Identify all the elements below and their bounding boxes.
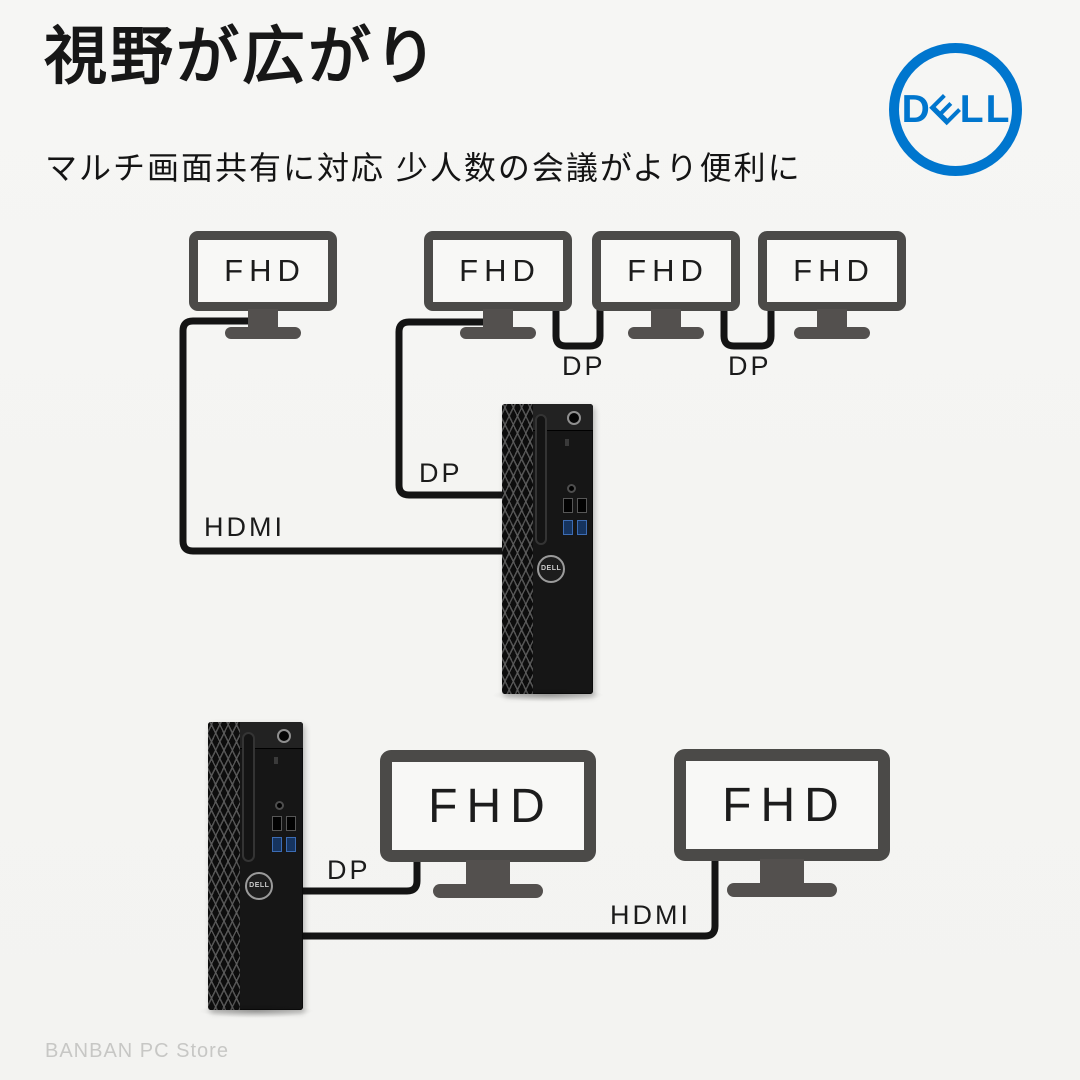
- cable-label-dp: DP: [327, 855, 371, 885]
- monitor-stand-neck: [248, 309, 278, 332]
- dp-daisychain-cable-1: [552, 305, 604, 350]
- cable-label-dp: DP: [728, 351, 772, 381]
- fhd-monitor: FHD: [424, 231, 572, 339]
- monitor-stand-base: [460, 327, 536, 339]
- monitor-resolution-label: FHD: [722, 778, 848, 832]
- page-subtitle: マルチ画面共有に対応 少人数の会議がより便利に: [45, 150, 802, 186]
- headphone-jack-icon: [275, 801, 285, 811]
- monitor-stand-neck: [760, 859, 804, 885]
- monitor-screen: FHD: [592, 231, 740, 311]
- fhd-monitor: FHD: [592, 231, 740, 339]
- monitor-resolution-label: FHD: [793, 253, 875, 288]
- monitor-screen: FHD: [424, 231, 572, 311]
- pc-shadow: [492, 688, 604, 702]
- monitor-stand-base: [628, 327, 704, 339]
- dell-logo: D E L L: [889, 43, 1022, 176]
- headphone-jack-icon: [566, 483, 576, 493]
- monitor-screen: FHD: [189, 231, 337, 311]
- monitor-stand-neck: [466, 860, 510, 886]
- pc-front-mesh: [502, 404, 533, 694]
- monitor-screen: FHD: [758, 231, 906, 311]
- dp-daisychain-cable-2: [720, 305, 775, 350]
- cable-label-hdmi: HDMI: [204, 512, 285, 542]
- monitor-resolution-label: FHD: [627, 253, 709, 288]
- dell-badge: DELL: [245, 871, 274, 900]
- monitor-resolution-label: FHD: [459, 253, 541, 288]
- monitor-stand-neck: [817, 309, 847, 332]
- optical-drive-slot: [534, 414, 547, 545]
- monitor-stand-base: [225, 327, 301, 339]
- dell-logo-letter: L: [985, 88, 1010, 131]
- dp-cable-bottom: [298, 855, 421, 895]
- dell-badge: DELL: [537, 554, 566, 583]
- monitor-stand-neck: [483, 309, 513, 332]
- power-button-icon: [567, 410, 582, 425]
- power-button-icon: [276, 728, 291, 743]
- hdmi-cable-bottom: [298, 853, 719, 940]
- dell-pc-tower: DELL: [208, 722, 303, 1010]
- pc-shadow: [198, 1004, 314, 1018]
- dell-badge-text: DELL: [540, 565, 562, 573]
- fhd-monitor: FHD: [380, 750, 596, 898]
- monitor-screen: FHD: [674, 749, 890, 861]
- usb3-ports: [271, 837, 296, 853]
- dp-cable-top: [395, 318, 507, 499]
- dell-logo-letter: D: [901, 88, 930, 131]
- dell-pc-tower: DELL: [502, 404, 593, 694]
- dell-badge-text: DELL: [249, 882, 270, 890]
- monitor-stand-base: [794, 327, 870, 339]
- fhd-monitor: FHD: [758, 231, 906, 339]
- hdmi-cable-top: [179, 317, 507, 555]
- dell-logo-letter: L: [959, 88, 984, 131]
- monitor-stand-base: [433, 884, 543, 898]
- cable-label-dp: DP: [562, 351, 606, 381]
- usb3-ports: [562, 520, 587, 535]
- optical-drive-slot: [242, 732, 255, 862]
- usb-ports: [271, 815, 296, 831]
- store-watermark: BANBAN PC Store: [45, 1040, 229, 1062]
- cable-label-dp: DP: [419, 458, 463, 488]
- monitor-screen: FHD: [380, 750, 596, 862]
- status-led: [564, 438, 569, 446]
- monitor-resolution-label: FHD: [224, 253, 306, 288]
- monitor-stand-base: [727, 883, 837, 897]
- pc-front-mesh: [208, 722, 241, 1010]
- fhd-monitor: FHD: [674, 749, 890, 897]
- status-led: [273, 756, 278, 764]
- monitor-resolution-label: FHD: [428, 779, 554, 833]
- monitor-stand-neck: [651, 309, 681, 332]
- page-title: 視野が広がり: [44, 22, 440, 92]
- usb-ports: [562, 498, 587, 514]
- fhd-monitor: FHD: [189, 231, 337, 339]
- cable-label-hdmi: HDMI: [610, 900, 691, 930]
